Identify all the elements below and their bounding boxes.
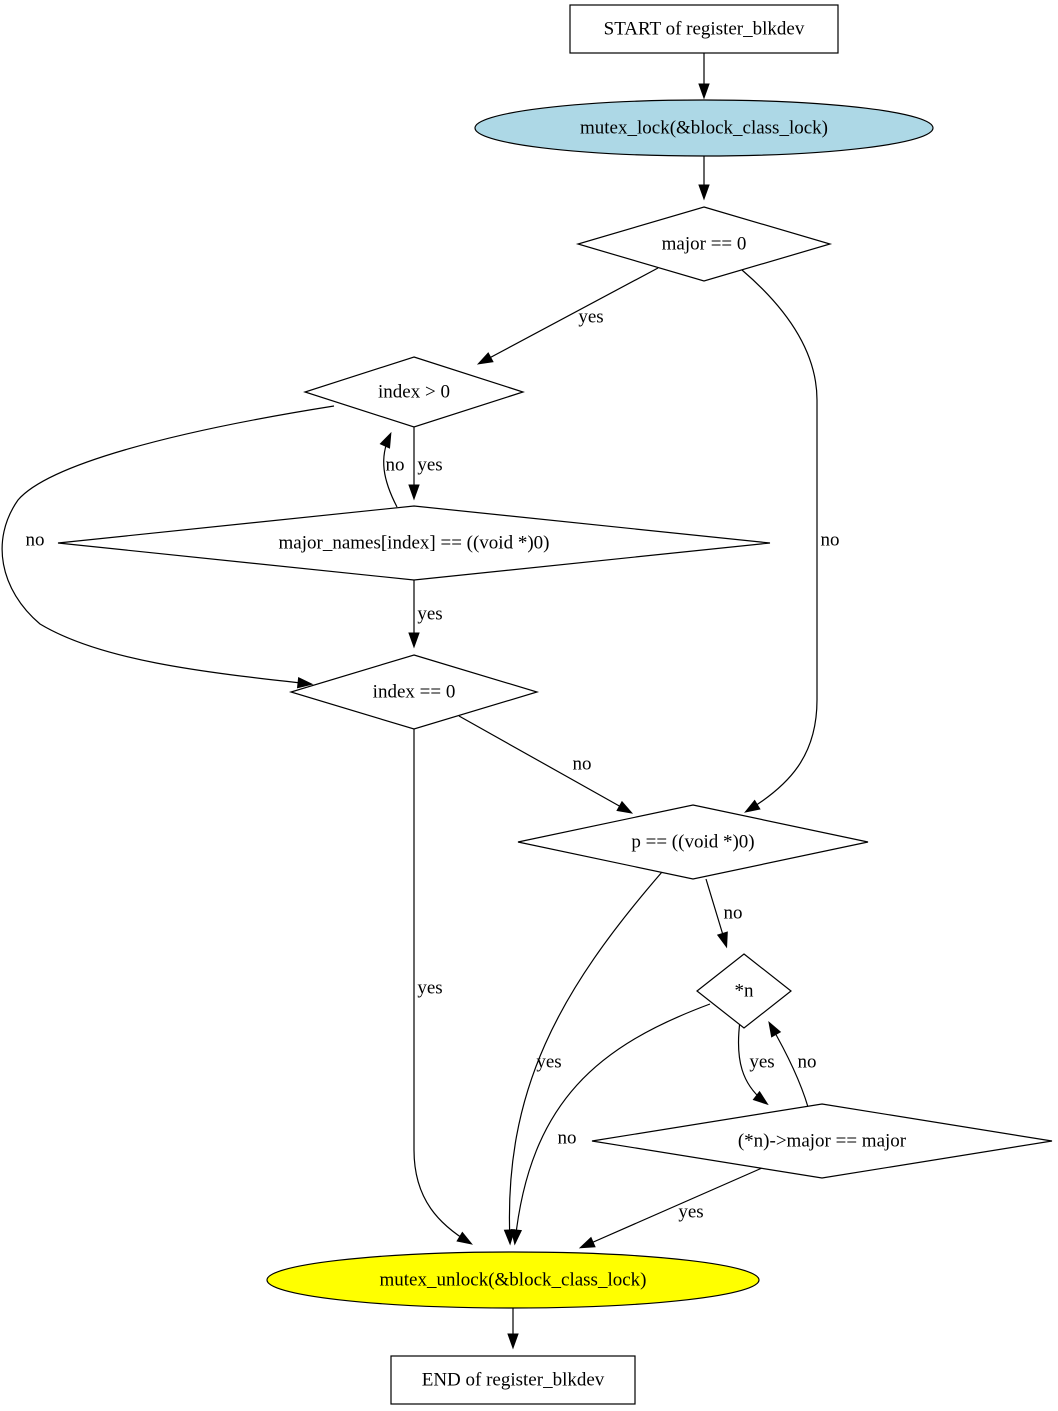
node-diamond	[591, 1103, 1053, 1179]
edge-d_names-to-d_index_eq	[408, 580, 420, 649]
node-diamond	[575, 206, 833, 282]
edge-label: no	[26, 529, 45, 550]
node-label: p == ((void *)0)	[631, 831, 754, 852]
edge-arrowhead	[716, 931, 728, 949]
node-label: END of register_blkdev	[422, 1369, 605, 1390]
edge-label: yes	[578, 306, 603, 327]
edge-d_nmajor-to-unlock	[578, 1167, 763, 1249]
edge-label: yes	[536, 1051, 561, 1072]
edge-arrowhead	[507, 1333, 519, 1350]
node-box	[390, 1355, 636, 1405]
node-label: *n	[735, 980, 755, 1001]
node-unlock: mutex_unlock(&block_class_lock)	[266, 1251, 760, 1309]
node-label: index == 0	[373, 681, 456, 702]
node-d_n: *n	[696, 953, 792, 1029]
nodes-layer: START of register_blkdev mutex_lock(&bloc…	[57, 4, 1053, 1405]
edge-label: yes	[417, 454, 442, 475]
edge-unlock-to-end	[507, 1308, 519, 1350]
edge-arrowhead	[408, 632, 420, 649]
node-diamond	[288, 654, 540, 730]
edge-d_index_gt-to-d_names	[408, 427, 420, 501]
edge-arrowhead	[768, 1020, 782, 1038]
node-d_major: major == 0	[575, 206, 833, 282]
node-end: END of register_blkdev	[390, 1355, 636, 1405]
edge-lock-to-d_major	[698, 156, 710, 201]
edge-label: no	[798, 1051, 817, 1072]
edge-d_index_gt-to-d_index_eq	[1, 405, 335, 689]
edge-arrowhead	[456, 1231, 473, 1245]
edge-line	[741, 269, 818, 812]
edge-start-to-lock	[698, 53, 710, 100]
edge-line	[1, 405, 335, 685]
edge-line	[508, 871, 663, 1243]
edge-label: no	[386, 454, 405, 475]
edge-label: yes	[417, 603, 442, 624]
edge-label: no	[724, 902, 743, 923]
node-label: index > 0	[378, 381, 450, 402]
edge-d_n-to-d_nmajor	[737, 1020, 769, 1106]
edge-arrowhead	[296, 676, 314, 689]
node-box	[569, 4, 839, 54]
edge-label: no	[573, 753, 592, 774]
edge-line	[458, 715, 631, 813]
edges-layer	[1, 53, 818, 1350]
edge-line	[413, 729, 471, 1244]
node-diamond	[303, 356, 525, 428]
edge-arrowhead	[616, 800, 634, 814]
edge-arrowhead	[744, 799, 761, 813]
node-ellipse	[474, 99, 934, 157]
node-start: START of register_blkdev	[569, 4, 839, 54]
edge-arrowhead	[698, 83, 710, 100]
edge-d_major-to-d_p	[741, 269, 818, 813]
edge-label: yes	[749, 1051, 774, 1072]
edge-arrowhead	[698, 184, 710, 201]
edge-label: yes	[417, 977, 442, 998]
edge-arrowhead	[379, 431, 392, 449]
edge-arrowhead	[578, 1236, 596, 1249]
edge-line	[581, 1167, 763, 1248]
node-diamond	[696, 953, 792, 1029]
edge-line	[479, 267, 659, 364]
edge-d_n-to-unlock	[510, 1003, 711, 1246]
node-d_index_eq: index == 0	[288, 654, 540, 730]
edge-arrowhead	[408, 484, 420, 501]
node-label: mutex_lock(&block_class_lock)	[580, 117, 828, 138]
edge-d_p-to-d_n	[705, 878, 728, 949]
edge-label: yes	[678, 1201, 703, 1222]
node-label: major == 0	[662, 233, 747, 254]
node-label: START of register_blkdev	[604, 18, 805, 39]
edge-label: no	[821, 529, 840, 550]
node-label: (*n)->major == major	[738, 1130, 907, 1151]
edge-d_names-to-d_index_gt	[379, 431, 398, 508]
node-d_nmajor: (*n)->major == major	[591, 1103, 1053, 1179]
edge-d_major-to-d_index_gt	[476, 267, 659, 365]
edge-d_index_eq-to-d_p	[458, 715, 634, 814]
edge-arrowhead	[476, 352, 494, 365]
node-lock: mutex_lock(&block_class_lock)	[474, 99, 934, 157]
node-label: major_names[index] == ((void *)0)	[279, 532, 550, 553]
node-label: mutex_unlock(&block_class_lock)	[380, 1269, 647, 1290]
node-diamond	[57, 505, 771, 581]
edge-d_nmajor-to-d_n	[768, 1020, 809, 1108]
edge-d_index_eq-to-unlock	[413, 729, 473, 1245]
edge-arrowhead	[752, 1090, 769, 1106]
node-ellipse	[266, 1251, 760, 1309]
edge-line	[514, 1003, 711, 1243]
node-d_index_gt: index > 0	[303, 356, 525, 428]
edge-d_p-to-unlock	[503, 871, 663, 1246]
node-d_names: major_names[index] == ((void *)0)	[57, 505, 771, 581]
node-diamond	[517, 804, 869, 880]
node-d_p: p == ((void *)0)	[517, 804, 869, 880]
edge-label: no	[558, 1127, 577, 1148]
edge-arrowhead	[510, 1228, 523, 1246]
